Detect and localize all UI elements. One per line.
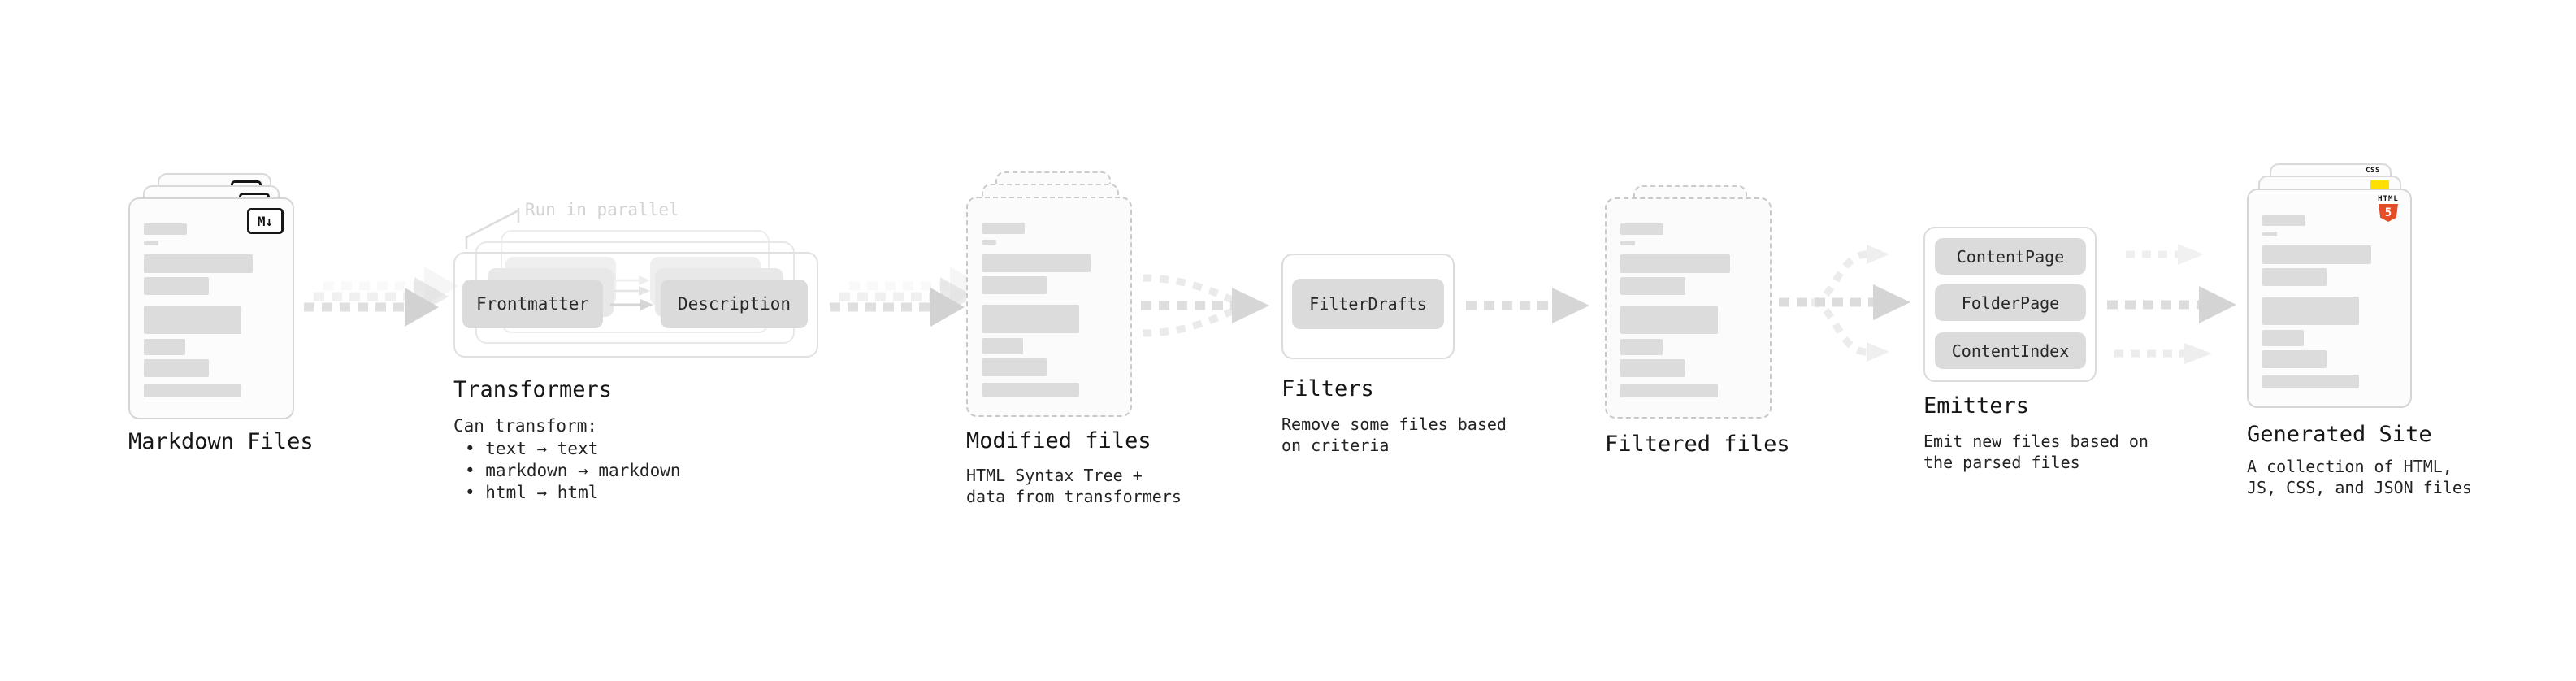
placeholder-text-bar	[144, 339, 186, 355]
flow-arrow-markdown-to-transformers	[304, 267, 458, 327]
html5-shield: 5	[2379, 204, 2398, 222]
modified-file-card-front	[966, 197, 1132, 417]
emitters-note: Emit new files based on the parsed files	[1923, 432, 2149, 472]
document-placeholder-lines	[982, 223, 1117, 397]
filtered-files-label: Filtered files	[1605, 432, 1790, 457]
transformers-label: Transformers	[453, 377, 613, 402]
placeholder-text-bar	[2262, 232, 2278, 236]
placeholder-text-bar	[982, 254, 1091, 272]
placeholder-text-bar	[144, 384, 241, 397]
emitter-folder-page-box: FolderPage	[1935, 284, 2086, 321]
bullet-item: • markdown → markdown	[465, 461, 681, 480]
placeholder-text-bar	[2262, 375, 2359, 388]
placeholder-text-bar	[982, 383, 1079, 397]
flow-arrow-filters-to-filtered	[1466, 288, 1589, 323]
placeholder-text-bar	[144, 254, 254, 273]
placeholder-text-bar	[982, 276, 1047, 294]
placeholder-text-bar	[1620, 384, 1719, 397]
flow-arrow-emitters-to-site	[2107, 244, 2236, 364]
placeholder-text-bar	[982, 338, 1024, 354]
markdown-icon-text: M↓	[257, 213, 274, 229]
placeholder-text-bar	[2262, 268, 2327, 286]
filters-note: Remove some files based on criteria	[1281, 414, 1507, 455]
filter-drafts-box: FilterDrafts	[1292, 279, 1444, 329]
transformer-frontmatter-box: Frontmatter	[462, 280, 603, 328]
html5-number: 5	[2384, 206, 2392, 219]
document-placeholder-lines	[1620, 223, 1756, 397]
placeholder-text-bar	[982, 358, 1047, 376]
filters-label: Filters	[1281, 376, 1374, 401]
placeholder-text-bar	[1620, 254, 1731, 273]
placeholder-text-bar	[982, 240, 997, 245]
emitters-frame	[1923, 227, 2097, 382]
document-placeholder-lines	[144, 223, 279, 397]
placeholder-text-bar	[982, 305, 1079, 333]
placeholder-text-bar	[144, 223, 188, 235]
emitter-content-page-box: ContentPage	[1935, 238, 2086, 275]
callout-line	[465, 208, 520, 249]
flow-arrow-modified-to-filters	[1141, 274, 1269, 337]
run-in-parallel-annotation: Run in parallel	[525, 200, 679, 219]
placeholder-text-bar	[2262, 245, 2371, 264]
markdown-file-card-front: M↓	[128, 197, 294, 419]
placeholder-text-bar	[1620, 306, 1719, 334]
html5-icon-text: HTML	[2378, 195, 2399, 203]
markdown-icon: M↓	[247, 208, 284, 234]
bullet-item: • text → text	[465, 439, 599, 458]
placeholder-text-bar	[1620, 277, 1686, 295]
placeholder-text-bar	[144, 277, 209, 295]
placeholder-text-bar	[982, 223, 1026, 234]
placeholder-text-bar	[1620, 339, 1663, 355]
filtered-file-card-front	[1605, 197, 1772, 419]
generated-site-note: A collection of HTML, JS, CSS, and JSON …	[2247, 457, 2472, 497]
generated-site-label: Generated Site	[2247, 422, 2432, 447]
placeholder-text-bar	[1620, 241, 1636, 245]
css-icon-text: CSS	[2366, 167, 2380, 175]
step-arrows	[610, 275, 653, 310]
placeholder-text-bar	[1620, 223, 1664, 235]
can-transform-title: Can transform:	[453, 416, 598, 436]
emitters-label: Emitters	[1923, 393, 2030, 419]
placeholder-text-bar	[144, 359, 209, 377]
placeholder-text-bar	[2262, 350, 2327, 368]
placeholder-text-bar	[144, 241, 159, 245]
placeholder-text-bar	[2262, 330, 2305, 346]
flow-arrow-filtered-to-emitters	[1779, 245, 1910, 362]
placeholder-text-bar	[1620, 359, 1686, 377]
html5-icon: HTML 5	[2378, 195, 2399, 222]
markdown-files-label: Markdown Files	[128, 429, 314, 454]
transformer-description-box: Description	[661, 280, 808, 328]
site-file-card-html: HTML 5	[2247, 189, 2412, 408]
document-placeholder-lines	[2262, 215, 2396, 388]
placeholder-text-bar	[2262, 297, 2359, 325]
transform-bullet-list: • text → text • markdown → markdown • ht…	[465, 438, 681, 504]
transformer-frame-front	[453, 252, 818, 358]
modified-files-label: Modified files	[966, 428, 1151, 453]
bullet-item: • html → html	[465, 483, 599, 502]
filters-frame	[1281, 254, 1455, 359]
modified-files-note: HTML Syntax Tree + data from transformer…	[966, 466, 1182, 506]
emitter-content-index-box: ContentIndex	[1935, 332, 2086, 369]
placeholder-text-bar	[2262, 215, 2305, 226]
placeholder-text-bar	[144, 306, 241, 334]
